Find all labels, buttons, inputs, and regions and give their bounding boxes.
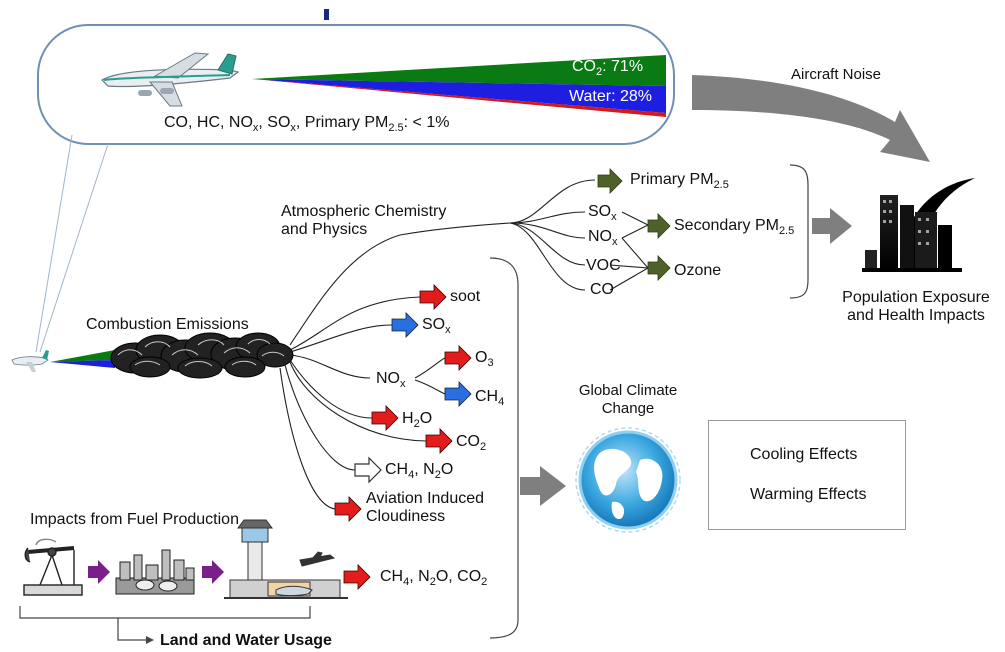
global-climate-label: Global Climate Change bbox=[578, 382, 678, 417]
o3-arrow bbox=[444, 345, 472, 371]
climate-arrow bbox=[520, 466, 566, 506]
ozone-arrow bbox=[647, 255, 671, 281]
airplane-icon bbox=[101, 52, 240, 107]
aic-arrow bbox=[334, 496, 362, 522]
primary-pm-label: Primary PM2.5 bbox=[630, 171, 729, 192]
other-wedge bbox=[252, 79, 666, 117]
plume-texture bbox=[117, 339, 285, 367]
small-wedge-co2 bbox=[50, 350, 115, 362]
h2o-label: H2O bbox=[402, 410, 433, 431]
ozone-label: Ozone bbox=[674, 262, 722, 279]
combustion-emissions-label: Combustion Emissions bbox=[86, 316, 249, 333]
soot-label: soot bbox=[450, 288, 481, 305]
climate-bracket bbox=[489, 257, 519, 639]
small-wedge-water bbox=[50, 360, 115, 368]
population-label: Population Exposure and Health Impacts bbox=[842, 289, 990, 324]
atmospheric-branches bbox=[289, 179, 649, 346]
fuel-arrow-1 bbox=[88, 560, 110, 584]
land-connector bbox=[117, 618, 146, 641]
airport-icon bbox=[224, 519, 348, 599]
globe-icon bbox=[575, 427, 681, 533]
refinery-icon bbox=[115, 549, 195, 595]
combustion-branches bbox=[279, 296, 446, 510]
co2-climate-label: CO2 bbox=[456, 433, 487, 454]
health-arrow bbox=[812, 208, 852, 244]
co2-wedge bbox=[252, 55, 666, 86]
co2-arrow bbox=[425, 428, 453, 454]
fuel-emissions-label: CH4, N2O, CO2 bbox=[380, 568, 488, 589]
nox-label: NOx bbox=[588, 228, 618, 249]
land-arrowhead bbox=[146, 636, 154, 644]
sox-climate-label: SOx bbox=[422, 316, 451, 337]
voc-label: VOC bbox=[586, 257, 621, 274]
primary-pm-arrow bbox=[597, 168, 623, 194]
cooling-legend-label: Cooling Effects bbox=[750, 446, 858, 463]
oil-pump-icon bbox=[23, 538, 83, 596]
sox-label: SOx bbox=[588, 203, 617, 224]
o3-label: O3 bbox=[475, 349, 494, 370]
legend-box bbox=[708, 420, 906, 530]
fuel-emission-arrow bbox=[343, 564, 371, 590]
aircraft-noise-label: Aircraft Noise bbox=[791, 66, 882, 83]
land-water-label: Land and Water Usage bbox=[160, 632, 332, 649]
small-airplane-icon bbox=[11, 350, 49, 372]
ch4-n2o-label: CH4, N2O bbox=[385, 461, 454, 482]
ch4-label: CH4 bbox=[475, 388, 505, 409]
top-marker bbox=[324, 9, 329, 20]
callout-line-right bbox=[39, 143, 109, 353]
ch4-n2o-arrow bbox=[354, 456, 382, 484]
secondary-pm-arrow bbox=[647, 213, 671, 239]
warming-legend-label: Warming Effects bbox=[750, 486, 867, 503]
fuel-arrow-2 bbox=[202, 560, 224, 584]
atmospheric-chemistry-label: Atmospheric Chemistry and Physics bbox=[281, 203, 447, 238]
fuel-production-label: Impacts from Fuel Production bbox=[30, 511, 239, 528]
aviation-cloudiness-label: Aviation Induced Cloudiness bbox=[366, 490, 485, 525]
land-bracket bbox=[19, 606, 311, 619]
health-bracket bbox=[789, 164, 809, 299]
water-share-label: Water: 28% bbox=[569, 88, 652, 105]
nox-climate-label: NOx bbox=[376, 370, 406, 391]
sox-arrow bbox=[391, 312, 419, 338]
noise-arrow bbox=[692, 75, 930, 162]
soot-arrow bbox=[419, 284, 447, 310]
h2o-arrow bbox=[371, 405, 399, 431]
exhaust-plume-icon bbox=[110, 332, 294, 379]
callout-line-left bbox=[35, 134, 73, 353]
secondary-pm-label: Secondary PM2.5 bbox=[674, 217, 795, 238]
city-buildings-icon bbox=[862, 178, 975, 272]
minor-emissions-label: CO, HC, NOx, SOx, Primary PM2.5: < 1% bbox=[164, 114, 450, 135]
co-label: CO bbox=[590, 281, 614, 298]
ch4-arrow bbox=[444, 381, 472, 407]
co2-share-label: CO2: 71% bbox=[572, 58, 644, 79]
